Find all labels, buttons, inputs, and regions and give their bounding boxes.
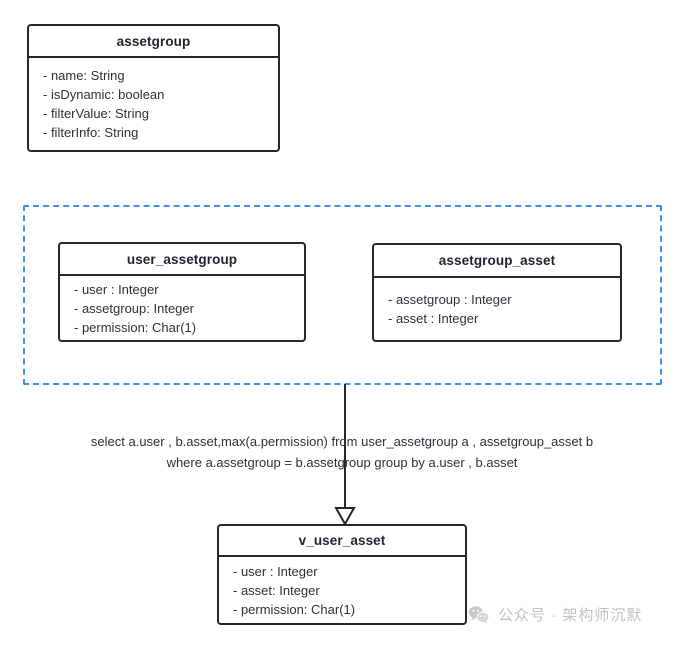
attribute-row: - assetgroup: Integer: [74, 300, 194, 316]
watermark: 公众号 · 架构师沉默: [468, 604, 642, 625]
connector-arrow: [334, 384, 356, 527]
attribute-row: - user : Integer: [233, 563, 318, 579]
sql-annotation: select a.user , b.asset,max(a.permission…: [42, 431, 642, 473]
class-title-user-assetgroup: user_assetgroup: [60, 244, 304, 276]
attribute-row: - asset: Integer: [233, 582, 320, 598]
sql-line-1: select a.user , b.asset,max(a.permission…: [90, 434, 594, 449]
class-title-assetgroup: assetgroup: [29, 26, 278, 58]
attribute-row: - isDynamic: boolean: [43, 87, 165, 102]
attribute-row: - permission: Char(1): [74, 319, 197, 335]
class-title-assetgroup-asset: assetgroup_asset: [374, 245, 620, 278]
class-box-user-assetgroup[interactable]: user_assetgroup - user : Integer - asset…: [58, 242, 306, 342]
class-title-v-user-asset: v_user_asset: [219, 526, 465, 557]
attribute-row: - user : Integer: [74, 281, 159, 297]
class-box-v-user-asset[interactable]: v_user_asset - user : Integer - asset: I…: [217, 524, 467, 625]
attribute-row: - permission: Char(1): [233, 601, 356, 617]
class-attributes-assetgroup-asset: - assetgroup : Integer - asset : Integer: [374, 278, 620, 340]
attribute-row: - asset : Integer: [388, 311, 479, 326]
class-box-assetgroup[interactable]: assetgroup - name: String - isDynamic: b…: [27, 24, 280, 152]
class-attributes-user-assetgroup: - user : Integer - assetgroup: Integer -…: [60, 276, 304, 340]
attribute-row: - filterInfo: String: [43, 125, 139, 140]
class-box-assetgroup-asset[interactable]: assetgroup_asset - assetgroup : Integer …: [372, 243, 622, 342]
watermark-text: 公众号 · 架构师沉默: [498, 607, 643, 624]
attribute-row: - filterValue: String: [43, 106, 149, 121]
attribute-row: - assetgroup : Integer: [388, 292, 512, 307]
dashed-group-container: [23, 205, 662, 385]
attribute-row: - name: String: [43, 68, 125, 83]
class-attributes-v-user-asset: - user : Integer - asset: Integer - perm…: [219, 557, 465, 623]
wechat-icon: [468, 606, 490, 624]
sql-line-2: where a.assetgroup = b.assetgroup group …: [166, 455, 518, 470]
class-attributes-assetgroup: - name: String - isDynamic: boolean - fi…: [29, 58, 278, 150]
